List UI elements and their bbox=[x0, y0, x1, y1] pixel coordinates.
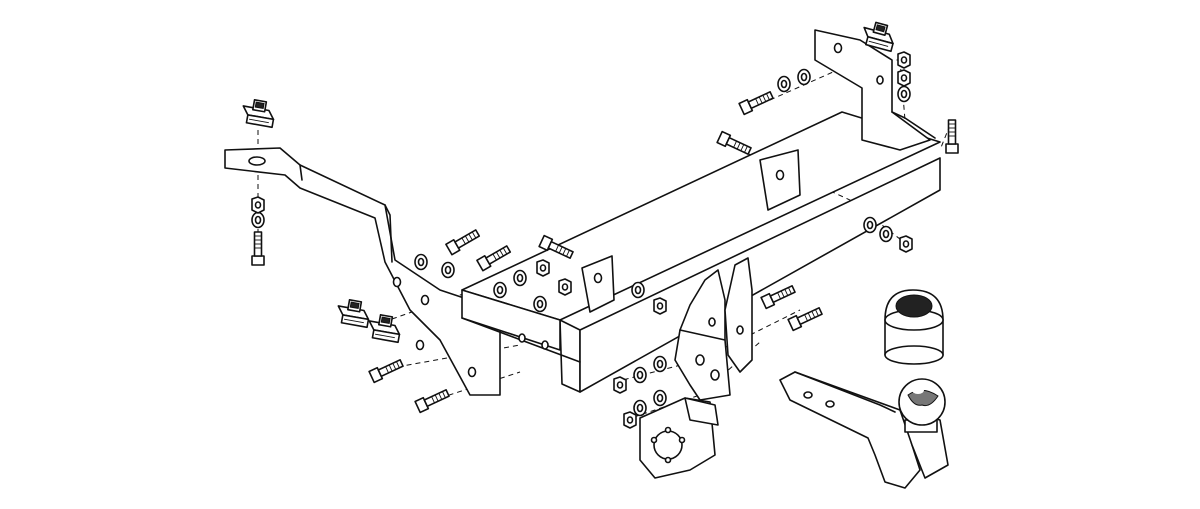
center-mount-plate bbox=[581, 149, 801, 313]
tow-ball bbox=[898, 378, 946, 433]
left-side-bracket bbox=[224, 147, 501, 396]
electrical-socket-plate bbox=[639, 397, 719, 479]
hitch-mount-plates bbox=[674, 257, 753, 401]
ball-cap bbox=[884, 289, 944, 365]
right-side-bracket bbox=[814, 29, 936, 151]
